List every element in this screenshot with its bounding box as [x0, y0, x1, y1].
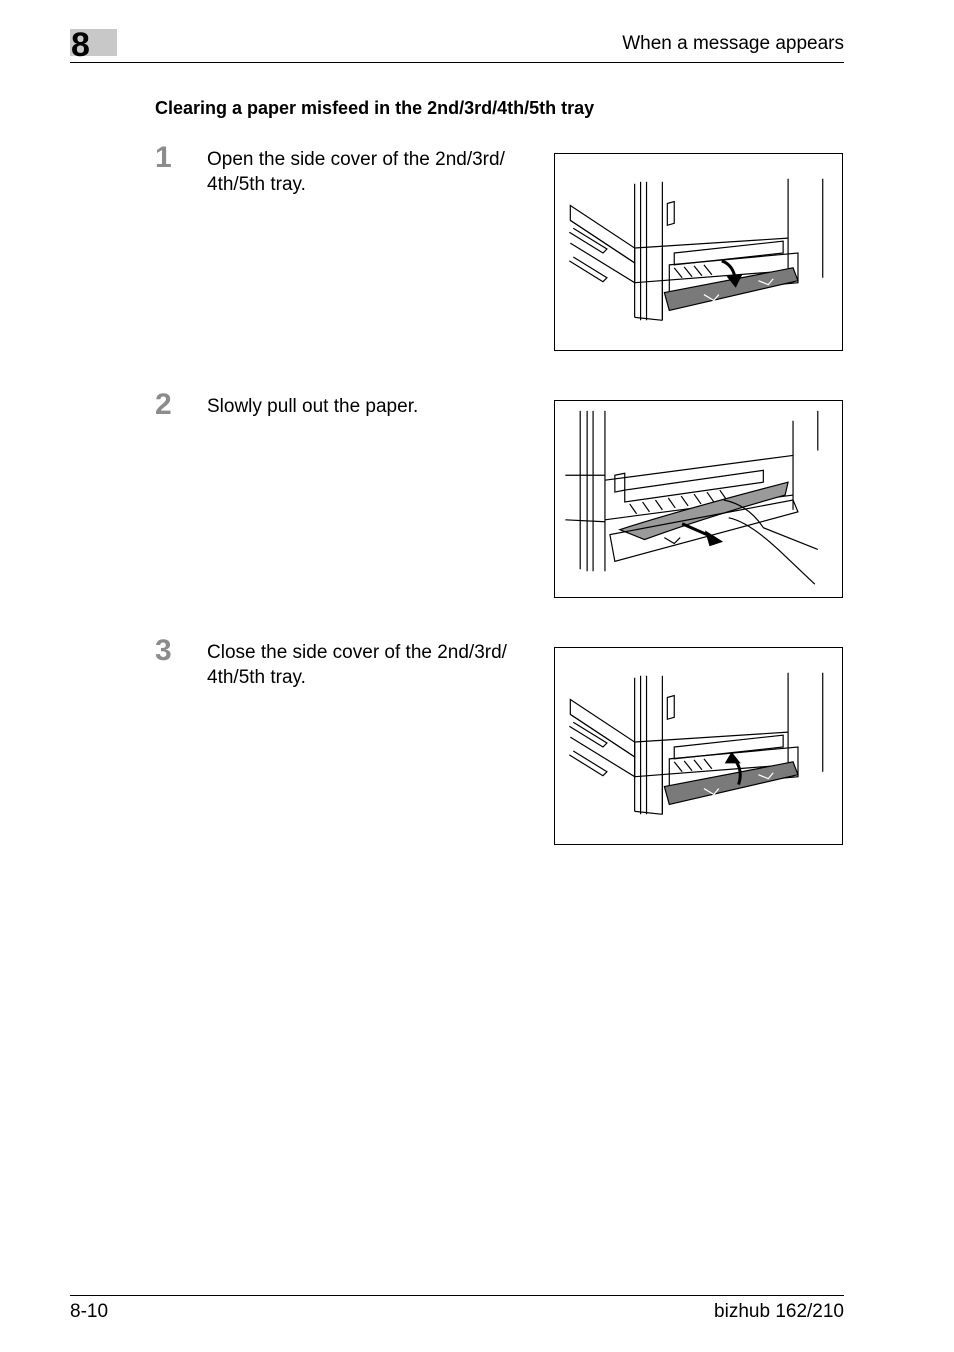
step-3-illustration	[554, 647, 843, 845]
step-2-text: Slowly pull out the paper.	[207, 396, 419, 417]
step-1-text: Open the side cover of the 2nd/3rd/ 4th/…	[207, 149, 505, 195]
step-1-number: 1	[155, 141, 172, 174]
step-3-number: 3	[155, 634, 172, 667]
step-2-number: 2	[155, 388, 172, 421]
chapter-tab	[70, 29, 117, 56]
footer-rule	[70, 1295, 844, 1296]
page-number: 8-10	[70, 1301, 109, 1322]
step-2-illustration	[554, 400, 843, 598]
running-head: When a message appears	[622, 33, 844, 54]
product-name: bizhub 162/210	[714, 1301, 844, 1322]
section-title: Clearing a paper misfeed in the 2nd/3rd/…	[155, 98, 595, 118]
step-3-text: Close the side cover of the 2nd/3rd/ 4th…	[207, 642, 507, 688]
chapter-number: 8	[71, 26, 90, 64]
header-rule	[70, 62, 844, 63]
step-1-illustration	[554, 153, 843, 351]
